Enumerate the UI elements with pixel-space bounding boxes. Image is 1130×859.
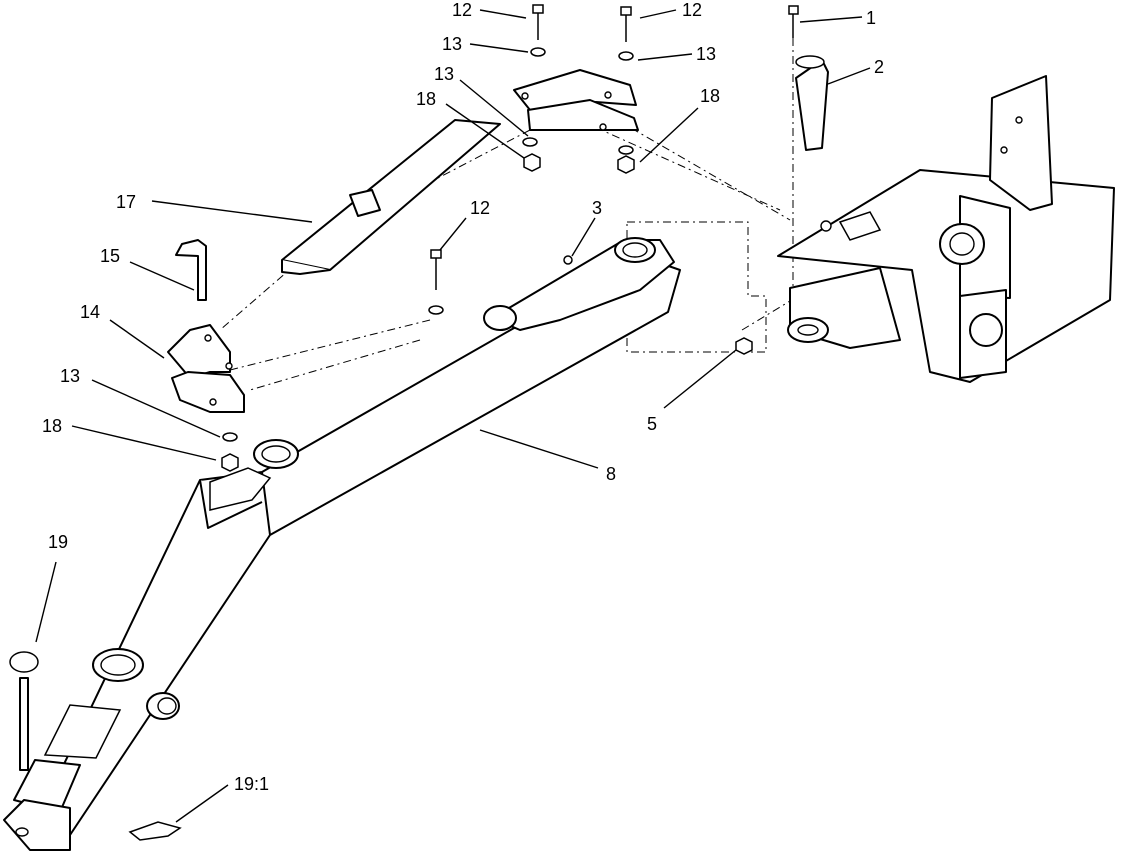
callout-14: 14 [80, 302, 100, 322]
left-bracket [167, 324, 245, 413]
callout-13-a: 13 [442, 34, 462, 54]
callouts: 12 12 1 13 13 2 13 18 18 17 3 12 15 14 1… [42, 0, 884, 794]
callout-15: 15 [100, 246, 120, 266]
callout-2: 2 [874, 57, 884, 77]
callout-3: 3 [592, 198, 602, 218]
callout-5: 5 [647, 414, 657, 434]
callout-18-c: 18 [42, 416, 62, 436]
main-frame [3, 237, 681, 851]
callout-8: 8 [606, 464, 616, 484]
hitch-assembly [777, 75, 1115, 383]
callout-13-c: 13 [434, 64, 454, 84]
callout-18-a: 18 [416, 89, 436, 109]
callout-17: 17 [116, 192, 136, 212]
callout-19-1: 19:1 [234, 774, 269, 794]
callout-12-a: 12 [452, 0, 472, 20]
top-brackets [513, 69, 639, 131]
leader-lines [35, 9, 871, 823]
callout-1: 1 [866, 8, 876, 28]
callout-18-b: 18 [700, 86, 720, 106]
callout-12-b: 12 [682, 0, 702, 20]
callout-13-b: 13 [696, 44, 716, 64]
hardware [9, 4, 829, 841]
callout-19: 19 [48, 532, 68, 552]
callout-12-c: 12 [470, 198, 490, 218]
callout-13-d: 13 [60, 366, 80, 386]
upper-rail [281, 119, 501, 275]
